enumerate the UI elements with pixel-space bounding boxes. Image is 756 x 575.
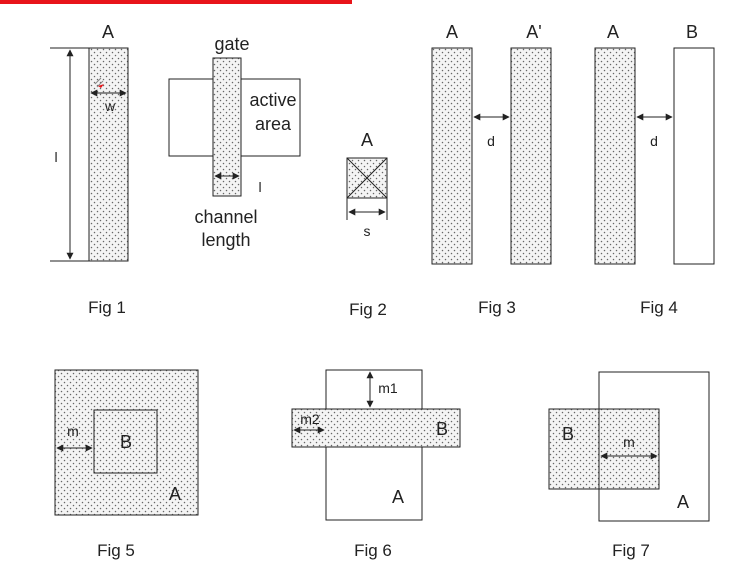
fig2-caption: Fig 2 bbox=[349, 300, 387, 319]
gate-rect bbox=[212, 57, 242, 197]
fig6-rect-b bbox=[291, 408, 461, 448]
fig6-label-m1: m1 bbox=[378, 380, 398, 396]
fig4: A B d Fig 4 bbox=[594, 22, 715, 317]
fig5-label-b: B bbox=[120, 432, 132, 452]
header-accent-bar bbox=[0, 0, 352, 4]
fig6-label-a: A bbox=[392, 487, 404, 507]
fig7-label-b: B bbox=[562, 424, 574, 444]
fig1: A l w Fig 1 bbox=[50, 22, 129, 317]
fig5-caption: Fig 5 bbox=[97, 541, 135, 560]
fig5-label-m: m bbox=[67, 423, 79, 439]
fig1-label-w: w bbox=[104, 98, 116, 114]
fig7-label-a: A bbox=[677, 492, 689, 512]
label-active-line2: area bbox=[255, 114, 292, 134]
fig3-rect-a-prime bbox=[510, 47, 552, 265]
fig1-label-l: l bbox=[54, 149, 57, 165]
fig7-label-m: m bbox=[623, 434, 635, 450]
fig5: B A m Fig 5 bbox=[54, 369, 199, 560]
fig4-rect-b bbox=[673, 47, 715, 265]
fig7-rect-b bbox=[548, 408, 660, 490]
fig1-rect-a bbox=[88, 47, 129, 262]
transistor-diagram: gate active area l channel length bbox=[168, 34, 301, 250]
fig6-caption: Fig 6 bbox=[354, 541, 392, 560]
label-channel-line2: length bbox=[201, 230, 250, 250]
fig4-label-b: B bbox=[686, 22, 698, 42]
fig6-label-m2: m2 bbox=[300, 411, 320, 427]
fig4-caption: Fig 4 bbox=[640, 298, 678, 317]
fig3: A A' d Fig 3 bbox=[431, 22, 552, 317]
label-gate: gate bbox=[214, 34, 249, 54]
fig5-rect-a bbox=[54, 369, 199, 516]
fig5-rect-b bbox=[93, 409, 158, 474]
fig2-label-a: A bbox=[361, 130, 373, 150]
fig1-red-cursor bbox=[98, 84, 104, 88]
fig2-label-s: s bbox=[364, 223, 371, 239]
label-channel-line1: channel bbox=[194, 207, 257, 227]
fig7-caption: Fig 7 bbox=[612, 541, 650, 560]
fig3-label-d: d bbox=[487, 133, 495, 149]
fig1-caption: Fig 1 bbox=[88, 298, 126, 317]
fig5-label-a: A bbox=[169, 484, 181, 504]
fig3-caption: Fig 3 bbox=[478, 298, 516, 317]
label-l: l bbox=[258, 179, 261, 195]
fig2: A s Fig 2 bbox=[346, 130, 388, 319]
fig2-cross-2 bbox=[346, 157, 388, 199]
label-active-line1: active bbox=[249, 90, 296, 110]
fig3-label-a-prime: A' bbox=[526, 22, 541, 42]
fig1-label-a: A bbox=[102, 22, 114, 42]
fig3-label-a: A bbox=[446, 22, 458, 42]
fig7: B m A Fig 7 bbox=[548, 371, 710, 560]
fig4-label-d: d bbox=[650, 133, 658, 149]
fig6-label-b: B bbox=[436, 419, 448, 439]
fig6: m1 m2 B A Fig 6 bbox=[291, 369, 461, 560]
fig4-label-a: A bbox=[607, 22, 619, 42]
fig4-rect-a bbox=[594, 47, 636, 265]
fig3-rect-a bbox=[431, 47, 473, 265]
